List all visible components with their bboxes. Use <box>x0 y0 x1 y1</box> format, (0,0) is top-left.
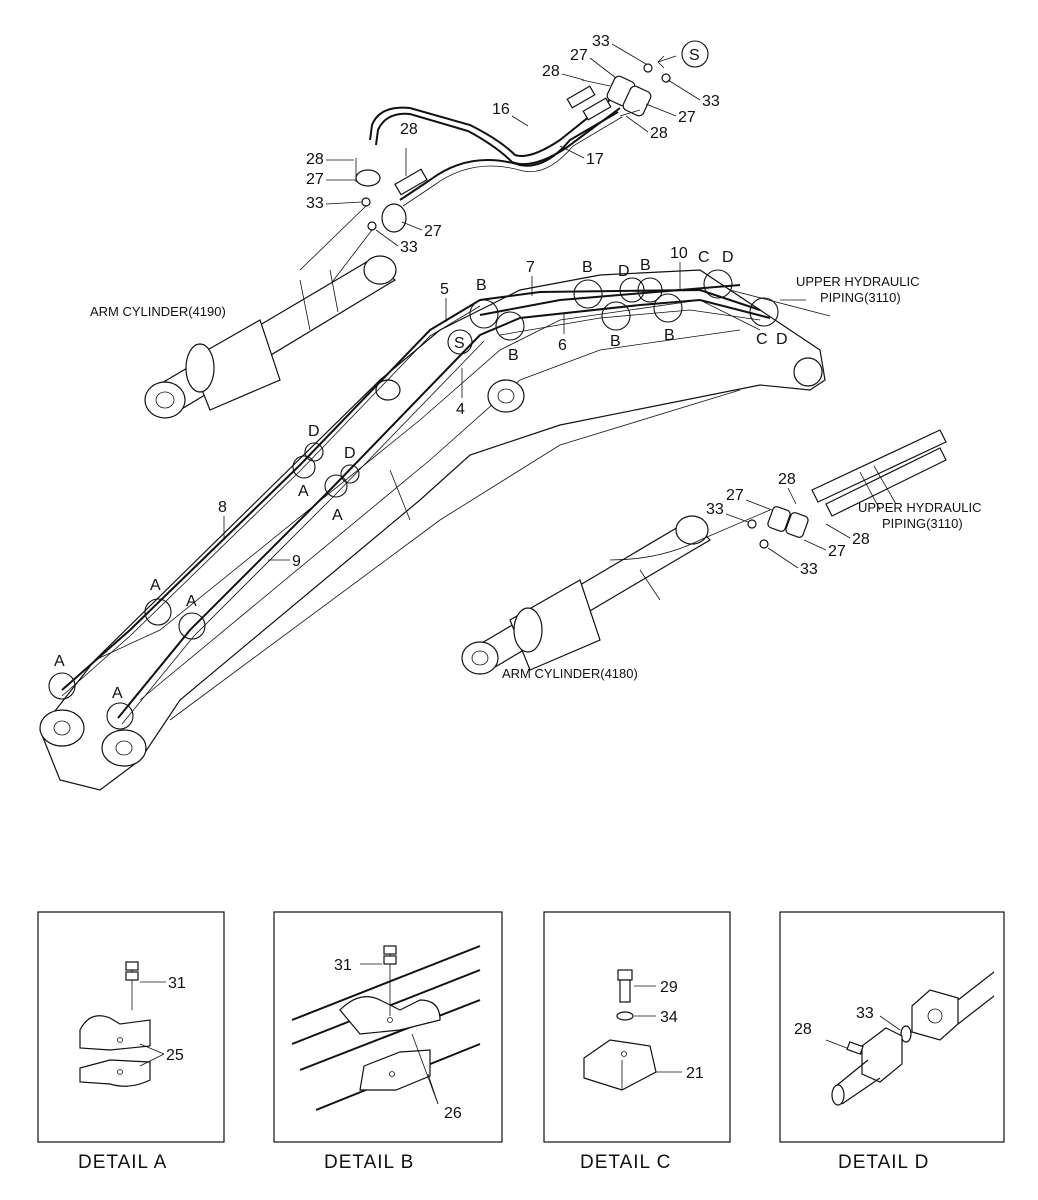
detail-c: 29 34 21 DETAIL C <box>543 911 731 1173</box>
callout-33: 33 <box>706 501 724 518</box>
detail-b: 31 26 DETAIL B <box>273 911 503 1173</box>
marker-b: B <box>640 257 651 274</box>
arm-cylinder-4180: ARM CYLINDER(4180) <box>461 509 771 681</box>
callout-5: 5 <box>440 281 449 298</box>
part-31: 31 <box>334 957 352 974</box>
marker-d: D <box>344 445 356 462</box>
callout-28: 28 <box>542 63 560 80</box>
marker-a: A <box>332 507 343 524</box>
arm-cylinder-4190: ARM CYLINDER(4190) <box>90 255 397 419</box>
arm-structure <box>39 269 826 791</box>
marker-a: A <box>186 593 197 610</box>
callout-27: 27 <box>424 223 442 240</box>
part-31: 31 <box>168 975 186 992</box>
label-piping-3110: PIPING(3110) <box>882 516 963 531</box>
marker-b: B <box>582 259 593 276</box>
marker-a: A <box>54 653 65 670</box>
marker-d: D <box>308 423 320 440</box>
callout-33: 33 <box>592 33 610 50</box>
callout-27: 27 <box>828 543 846 560</box>
marker-b: B <box>610 333 621 350</box>
part-28: 28 <box>794 1021 812 1038</box>
lower-pipe-group: UPPER HYDRAULIC PIPING(3110) 28 27 33 28… <box>706 429 982 578</box>
callout-27: 27 <box>570 47 588 64</box>
detail-b-title: DETAIL B <box>324 1152 414 1173</box>
detail-d: 28 33 DETAIL D <box>779 911 1005 1173</box>
callout-16: 16 <box>492 101 510 118</box>
marker-b: B <box>508 347 519 364</box>
callout-6: 6 <box>558 337 567 354</box>
marker-c: C <box>756 331 768 348</box>
callout-9: 9 <box>292 553 301 570</box>
detail-a-title: DETAIL A <box>78 1152 167 1173</box>
callout-7: 7 <box>526 259 535 276</box>
arm-callouts: 10 7 5 6 4 S 8 9 <box>218 245 688 570</box>
label-piping-3110: PIPING(3110) <box>820 290 901 305</box>
upper-hydraulic-label-top: UPPER HYDRAULIC PIPING(3110) <box>729 274 920 317</box>
callout-28: 28 <box>306 151 324 168</box>
marker-b: B <box>476 277 487 294</box>
callout-33: 33 <box>800 561 818 578</box>
label-arm-cylinder-4190: ARM CYLINDER(4190) <box>90 304 226 319</box>
marker-a: A <box>112 685 123 702</box>
marker-c: C <box>698 249 710 266</box>
detail-a: 31 25 DETAIL A <box>37 911 225 1173</box>
callout-circles <box>48 269 779 730</box>
marker-d: D <box>618 263 630 280</box>
callout-s: S <box>689 47 700 64</box>
callout-s: S <box>454 335 465 352</box>
label-upper-hydraulic: UPPER HYDRAULIC <box>858 500 982 515</box>
marker-a: A <box>150 577 161 594</box>
detail-c-title: DETAIL C <box>580 1152 671 1173</box>
callout-28: 28 <box>778 471 796 488</box>
part-29: 29 <box>660 979 678 996</box>
callout-28: 28 <box>852 531 870 548</box>
callout-27: 27 <box>678 109 696 126</box>
part-25: 25 <box>166 1047 184 1064</box>
marker-d: D <box>722 249 734 266</box>
top-callouts: 33 27 28 33 27 28 16 17 28 28 27 33 27 3… <box>306 33 720 256</box>
part-26: 26 <box>444 1105 462 1122</box>
arm-pipes <box>61 284 771 725</box>
label-arm-cylinder-4180: ARM CYLINDER(4180) <box>502 666 638 681</box>
callout-33: 33 <box>306 195 324 212</box>
callout-8: 8 <box>218 499 227 516</box>
marker-d: D <box>776 331 788 348</box>
part-34: 34 <box>660 1009 678 1026</box>
marker-a: A <box>298 483 309 500</box>
callout-33: 33 <box>400 239 418 256</box>
top-pipe-assembly: S <box>299 40 709 291</box>
callout-33: 33 <box>702 93 720 110</box>
marker-b: B <box>664 327 675 344</box>
callout-17: 17 <box>586 151 604 168</box>
callout-10: 10 <box>670 245 688 262</box>
part-33: 33 <box>856 1005 874 1022</box>
callout-28: 28 <box>650 125 668 142</box>
callout-27: 27 <box>306 171 324 188</box>
callout-28: 28 <box>400 121 418 138</box>
callout-27: 27 <box>726 487 744 504</box>
label-upper-hydraulic: UPPER HYDRAULIC <box>796 274 920 289</box>
detail-d-title: DETAIL D <box>838 1152 929 1173</box>
detail-markers: A A A A A A D D B B B B B B D C D C D <box>54 249 788 702</box>
callout-4: 4 <box>456 401 465 418</box>
part-21: 21 <box>686 1065 704 1082</box>
